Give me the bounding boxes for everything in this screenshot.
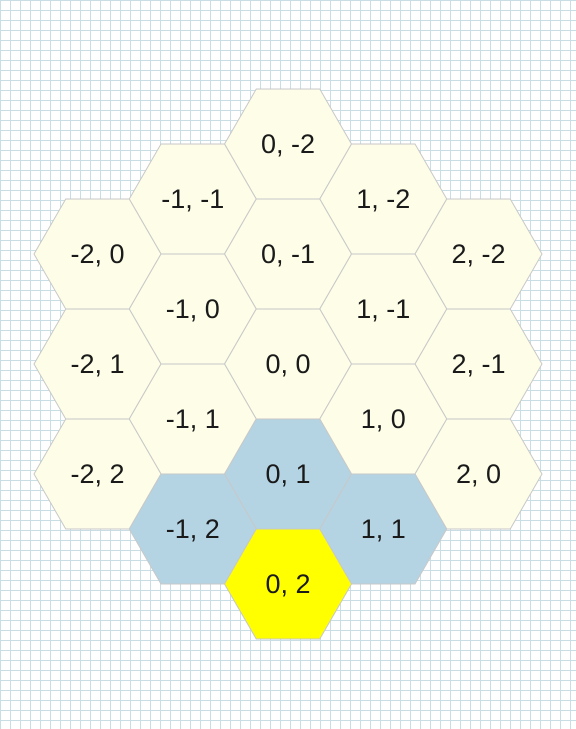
hex-cell[interactable]: 0, 0 (223, 308, 353, 420)
hex-cell[interactable]: 0, 1 (223, 418, 353, 530)
hex-label: 0, -2 (261, 129, 315, 159)
hex-label: -2, 2 (70, 459, 124, 489)
hex-cell[interactable]: 0, 2 (223, 528, 353, 640)
hex-cell[interactable]: -2, 2 (33, 418, 162, 530)
hex-cell[interactable]: -1, 2 (128, 473, 257, 585)
hex-label: 0, 0 (265, 349, 310, 379)
hex-label: -2, 0 (70, 239, 124, 269)
hex-label: -1, 1 (166, 404, 220, 434)
hex-label: 0, -1 (261, 239, 315, 269)
hex-label: 1, -2 (356, 184, 410, 214)
hex-cell[interactable]: 1, -1 (319, 253, 448, 365)
hex-label: -1, 0 (166, 294, 220, 324)
hex-cell[interactable]: -2, 0 (33, 198, 162, 310)
hex-cell[interactable]: -1, 0 (128, 253, 257, 365)
hex-label: 0, 2 (265, 569, 310, 599)
hex-cell[interactable]: -2, 1 (33, 308, 162, 420)
hex-cell[interactable]: 1, 1 (319, 473, 448, 585)
hex-label: 1, 1 (361, 514, 406, 544)
hex-cell[interactable]: -1, -1 (128, 143, 257, 255)
hex-label: -1, 2 (166, 514, 220, 544)
hex-label: 0, 1 (265, 459, 310, 489)
hex-label: 2, -1 (451, 349, 505, 379)
hex-cell[interactable]: 2, 0 (414, 418, 543, 530)
hex-label: 1, -1 (356, 294, 410, 324)
hex-cell[interactable]: 2, -1 (414, 308, 543, 420)
hex-label: 2, -2 (451, 239, 505, 269)
hex-label: 2, 0 (456, 459, 501, 489)
hex-label: 1, 0 (361, 404, 406, 434)
hex-label: -1, -1 (161, 184, 224, 214)
hex-shape (223, 528, 353, 640)
hex-label: -2, 1 (70, 349, 124, 379)
hex-cell[interactable]: 0, -2 (223, 88, 353, 200)
